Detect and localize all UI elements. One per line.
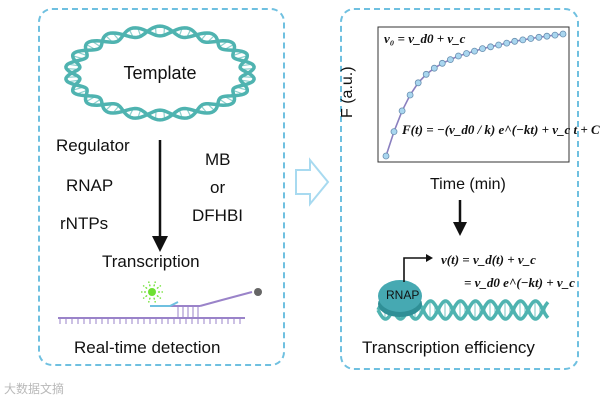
- rnap-label: RNAP: [66, 176, 114, 195]
- data-point: [414, 79, 422, 87]
- transcription-arrowhead: [152, 236, 168, 252]
- probe-arm: [199, 291, 253, 307]
- data-point: [527, 35, 535, 42]
- rate-equation-line-1: v(t) = v_d(t) + v_c: [441, 252, 536, 267]
- data-point: [438, 59, 446, 67]
- data-point: [487, 43, 495, 51]
- transcription-efficiency-caption: Transcription efficiency: [362, 338, 535, 357]
- strand-ticks: [59, 306, 241, 324]
- glow-ray: [153, 297, 157, 303]
- real-time-detection-caption: Real-time detection: [74, 338, 221, 357]
- watermark: 大数据文摘: [4, 382, 65, 396]
- data-point: [446, 56, 454, 63]
- data-point: [430, 64, 438, 72]
- data-point: [390, 128, 398, 136]
- fluorescence-equation: F(t) = −(v_d0 / k) e^(−kt) + v_c t + C: [402, 122, 600, 137]
- template-label: Template: [123, 63, 197, 83]
- transcription-label: Transcription: [102, 252, 200, 271]
- data-point: [463, 50, 470, 57]
- rntps-label: rNTPs: [60, 214, 109, 233]
- mb-label: MB: [205, 150, 231, 169]
- fluorescence-glow-icon: [141, 281, 163, 303]
- data-point: [559, 30, 567, 38]
- glow-ray: [147, 281, 151, 287]
- or-label: or: [210, 178, 226, 197]
- glow-ray: [147, 297, 151, 303]
- start-site-arrow: [403, 257, 428, 282]
- data-point: [398, 107, 406, 115]
- y-axis-label: F (a.u.): [339, 66, 356, 118]
- circular-dna-template-icon: [64, 24, 256, 122]
- data-point: [495, 41, 503, 49]
- dfhbi-label: DFHBI: [192, 206, 243, 225]
- data-point: [479, 45, 486, 52]
- data-point: [551, 31, 559, 39]
- glow-ray: [142, 284, 148, 290]
- data-point: [503, 39, 511, 47]
- glow-ray: [156, 284, 162, 290]
- data-point: [454, 52, 462, 60]
- fluorophore-icon: [148, 288, 156, 296]
- rnap-enzyme-icon: [378, 280, 422, 312]
- dna-strand-b: [64, 26, 256, 122]
- x-axis-label: Time (min): [430, 176, 506, 193]
- glow-ray: [142, 294, 148, 300]
- fluorescence-curve-chart: [382, 30, 567, 160]
- probe-hybridization-icon: [58, 281, 262, 324]
- data-point: [511, 37, 519, 45]
- data-point: [471, 47, 478, 55]
- quencher-icon: [254, 288, 262, 296]
- efficiency-arrowhead: [453, 222, 467, 236]
- data-point: [382, 152, 390, 160]
- start-site-arrowhead: [426, 254, 433, 262]
- data-point: [519, 36, 527, 44]
- rate-equation-line-2: = v_d0 e^(−kt) + v_c: [464, 275, 575, 290]
- data-point: [535, 33, 543, 41]
- glow-ray: [153, 281, 157, 287]
- chart-frame: [377, 26, 570, 163]
- initial-rate-equation: v₀ = v_d0 + v_c: [384, 31, 466, 46]
- rna-transcript: [150, 301, 179, 307]
- data-point: [406, 91, 414, 99]
- transition-arrow-icon: [295, 157, 330, 207]
- rnap-enzyme-label: RNAP: [386, 288, 420, 302]
- glow-ray: [156, 294, 162, 300]
- regulator-label: Regulator: [56, 136, 130, 155]
- data-point: [422, 70, 430, 78]
- data-point: [543, 32, 551, 40]
